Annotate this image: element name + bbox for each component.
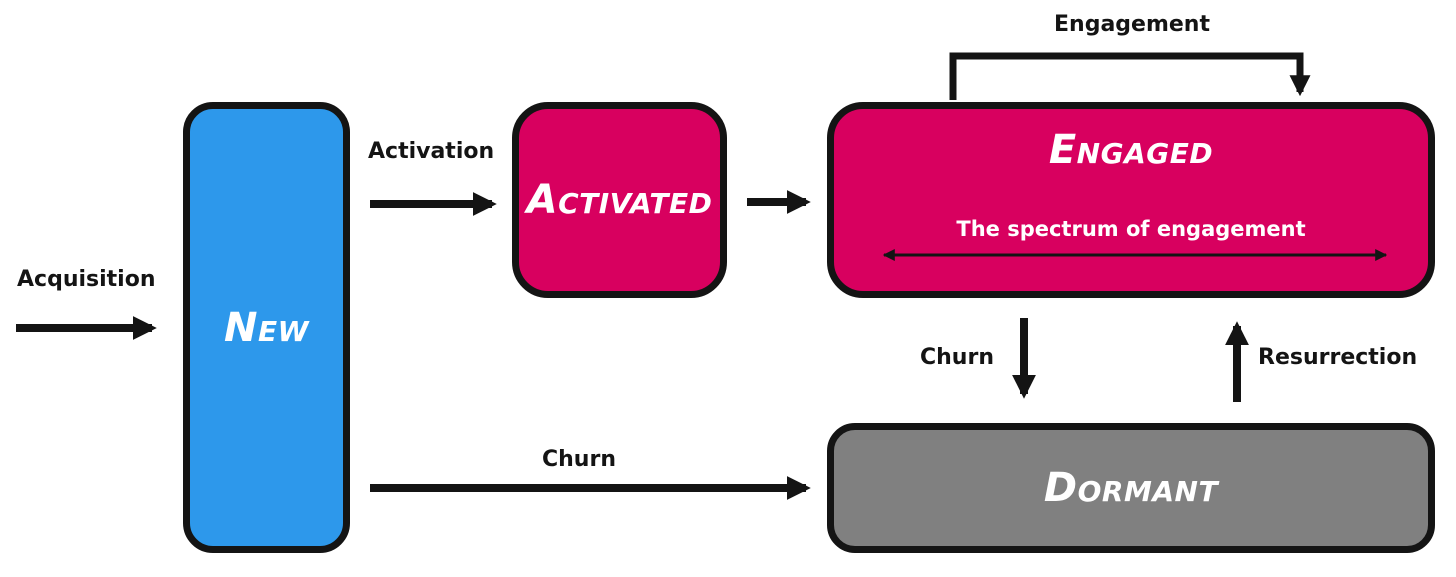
engaged-box-title: Engaged xyxy=(1048,127,1214,173)
activated-box-title: Activated xyxy=(526,177,713,223)
dormant-box-title: Dormant xyxy=(1043,465,1219,511)
acquisition-label: Acquisition xyxy=(17,267,156,292)
resurrection-label: Resurrection xyxy=(1258,345,1418,370)
engagement-label: Engagement xyxy=(1054,12,1210,37)
engagement-loop-arrow xyxy=(949,52,1311,100)
new-box-title: New xyxy=(224,304,309,351)
activated-box: Activated xyxy=(512,102,727,298)
new-box: New xyxy=(183,102,350,553)
engaged-box: Engaged The spectrum of engagement xyxy=(827,102,1435,298)
dormant-box: Dormant xyxy=(827,423,1435,553)
spectrum-label: The spectrum of engagement xyxy=(956,217,1306,241)
spectrum-double-arrow xyxy=(882,249,1388,261)
activation-label: Activation xyxy=(368,139,495,164)
churn-new-label: Churn xyxy=(542,447,616,472)
churn-engaged-label: Churn xyxy=(920,345,994,370)
